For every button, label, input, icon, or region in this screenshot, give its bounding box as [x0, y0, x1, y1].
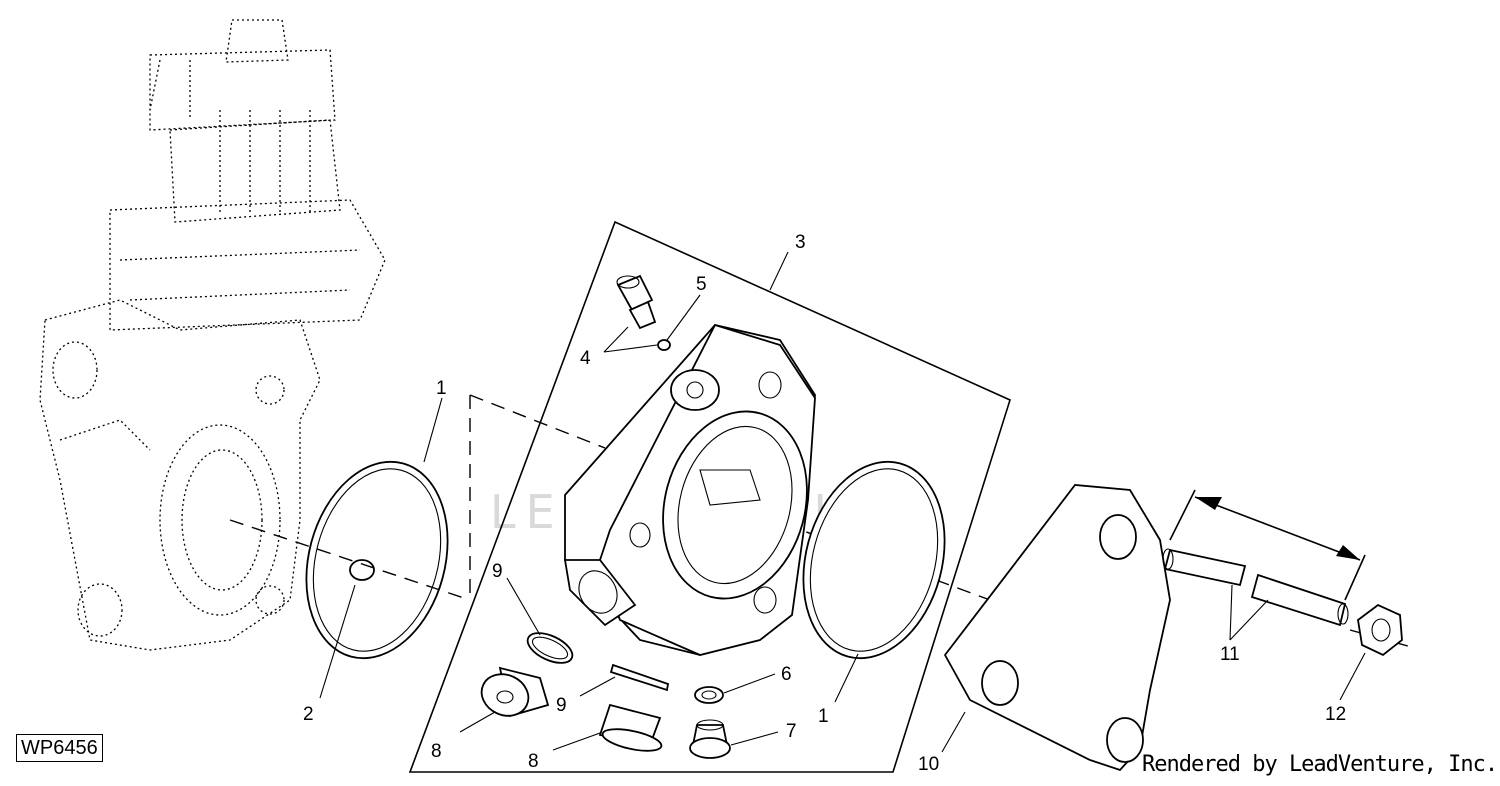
callout-4: 4 — [580, 348, 591, 369]
o-ring-small — [526, 632, 574, 664]
housing — [563, 323, 816, 656]
housing-kit-boundary — [408, 220, 1011, 773]
callout-1-right: 1 — [818, 706, 829, 727]
callout-6: 6 — [781, 664, 792, 685]
callout-8-left: 8 — [431, 741, 442, 762]
washer — [694, 686, 724, 704]
stud-right — [1250, 573, 1349, 627]
callout-12: 12 — [1325, 704, 1346, 725]
callout-9-top: 9 — [492, 561, 503, 582]
callout-9-bottom: 9 — [556, 695, 567, 716]
callout-10: 10 — [918, 754, 939, 775]
callout-1-left: 1 — [436, 378, 447, 399]
callout-8-bottom: 8 — [528, 751, 539, 772]
injection-pump-outline — [39, 19, 386, 651]
leader-lines — [319, 251, 1366, 753]
o-ring-right — [802, 460, 946, 660]
o-ring-left — [305, 460, 449, 660]
plug-hex-left — [480, 666, 550, 718]
credit-text: Rendered by LeadVenture, Inc. — [1142, 752, 1498, 777]
callout-5: 5 — [696, 274, 707, 295]
callout-3: 3 — [795, 232, 806, 253]
cover-plate — [943, 484, 1171, 772]
callout-7: 7 — [786, 721, 797, 742]
temperature-sensor — [616, 274, 671, 351]
drain-plug — [689, 719, 731, 759]
figure-id-label: WP6456 — [16, 734, 103, 762]
seal-strip — [609, 663, 670, 692]
callout-numbers: 1 2 3 4 5 6 7 8 8 9 9 1 10 11 12 — [303, 232, 1346, 775]
dimension-arrow — [1169, 489, 1366, 601]
callout-11: 11 — [1220, 644, 1240, 665]
callout-2: 2 — [303, 704, 314, 725]
plug — [349, 559, 375, 581]
plug-bottom — [598, 703, 663, 752]
hex-nut — [1357, 603, 1403, 657]
stud-left — [1162, 548, 1247, 587]
assembly-line-left — [229, 394, 606, 601]
